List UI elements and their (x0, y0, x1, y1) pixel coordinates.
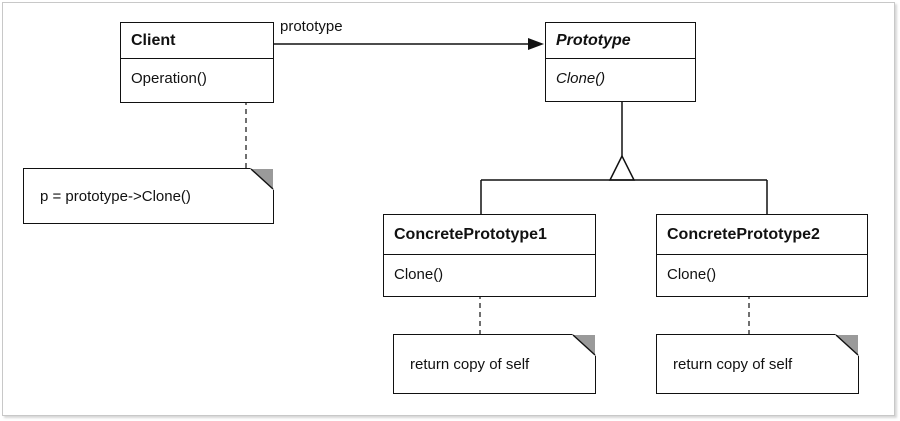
client-class-box: Client Operation() (120, 22, 274, 103)
concrete2-note-text: return copy of self (673, 355, 793, 373)
concrete-prototype2-operation: Clone() (667, 266, 717, 283)
concrete-prototype1-operation: Clone() (394, 266, 444, 283)
client-class-name: Client (121, 23, 273, 59)
inheritance-triangle (608, 154, 636, 181)
prototype-class-box: Prototype Clone() (545, 22, 696, 102)
prototype-operation: Clone() (556, 70, 606, 87)
note-fold-corner-icon (249, 167, 275, 191)
client-note-text: p = prototype->Clone() (40, 187, 191, 205)
concrete-prototype2-class-box: ConcretePrototype2 Clone() (656, 214, 868, 297)
image-frame (2, 2, 895, 416)
client-note: p = prototype->Clone() (23, 167, 275, 224)
prototype-class-name: Prototype (546, 23, 695, 59)
association-arrowhead (528, 38, 544, 50)
concrete2-note: return copy of self (656, 333, 860, 394)
concrete-prototype2-class-name: ConcretePrototype2 (657, 215, 867, 255)
concrete-prototype1-class-name: ConcretePrototype1 (384, 215, 595, 255)
concrete1-note: return copy of self (393, 333, 597, 394)
client-operation: Operation() (131, 70, 207, 87)
note-fold-corner-icon (834, 333, 860, 357)
concrete1-note-text: return copy of self (410, 355, 530, 373)
association-label: prototype (280, 18, 343, 35)
concrete-prototype1-class-box: ConcretePrototype1 Clone() (383, 214, 596, 297)
note-fold-corner-icon (571, 333, 597, 357)
